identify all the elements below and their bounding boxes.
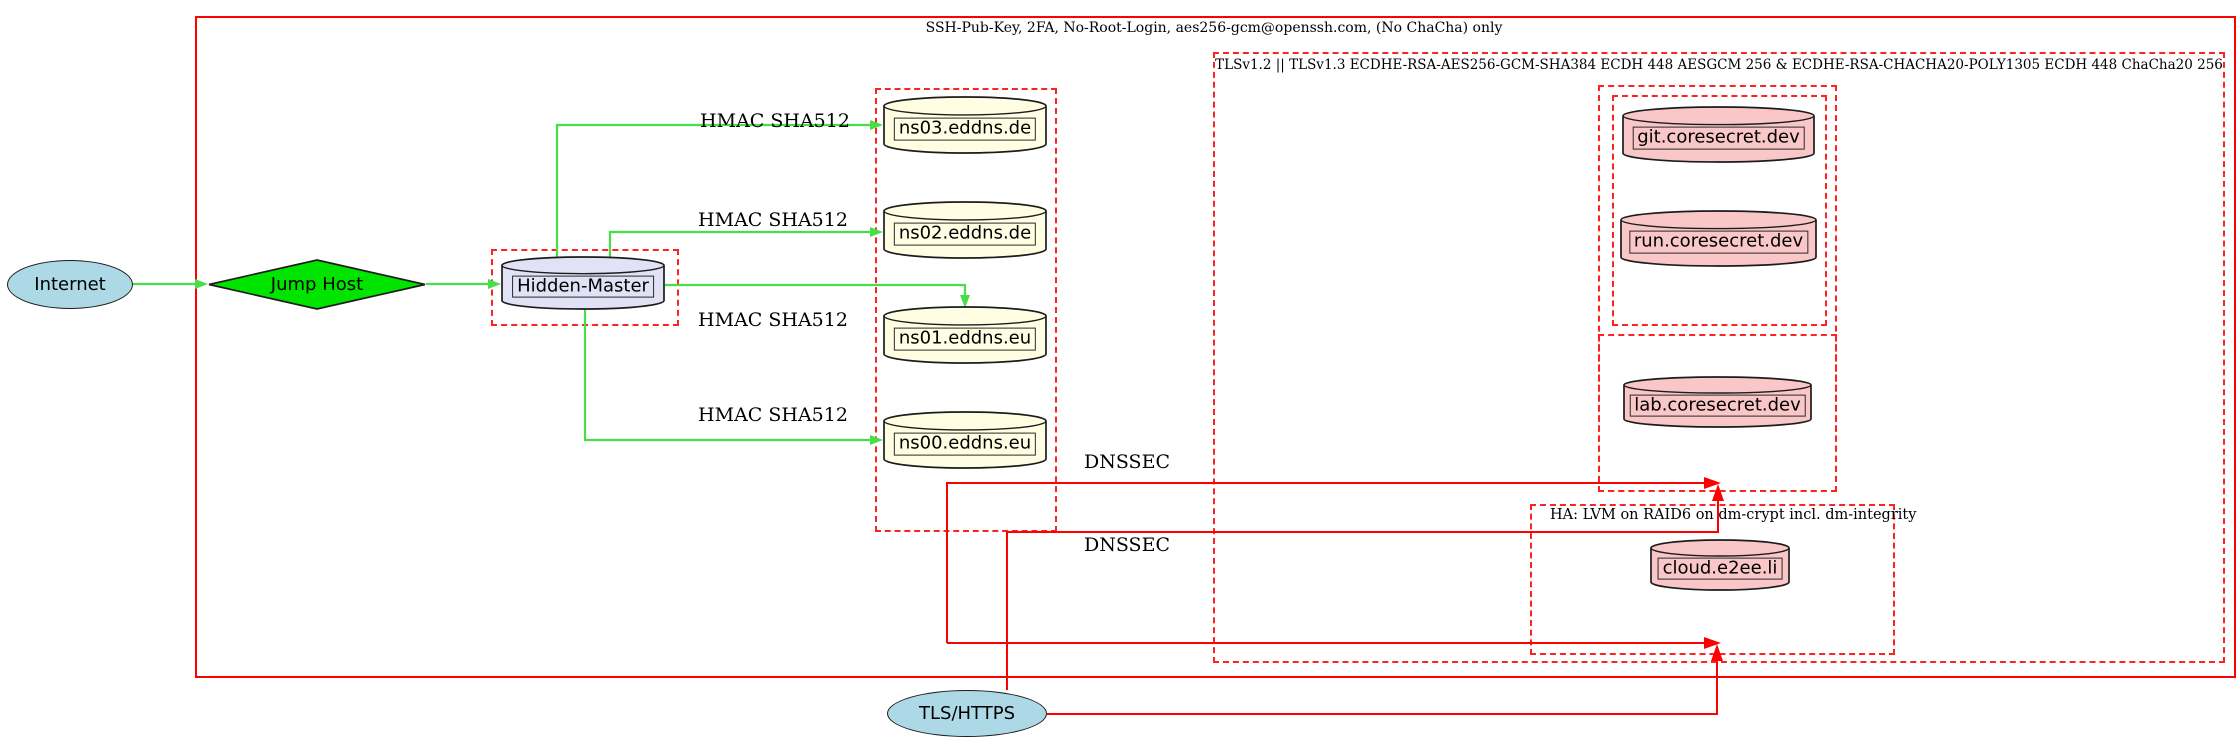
run-node-label: run.coresecret.dev: [1628, 230, 1809, 254]
ns02-node-label: ns02.eddns.de: [893, 222, 1037, 246]
tls-https-node-label: TLS/HTTPS: [918, 702, 1016, 724]
cloud-node-label: cloud.e2ee.li: [1657, 557, 1783, 580]
hmac-label-ns03: HMAC SHA512: [700, 110, 850, 132]
dnssec-to-coresecret-edge-arrowhead: [1704, 477, 1721, 489]
jumphost-to-hiddenmaster-edge-arrowhead: [488, 279, 501, 289]
tls-https-node: TLS/HTTPS: [887, 690, 1047, 737]
tlshttps-to-lab-edge-arrowhead: [1712, 484, 1724, 501]
dnssec-to-coresecret-edge: [946, 482, 1705, 643]
jump-host-node-label: Jump Host: [270, 273, 364, 295]
jump-host-node-shape: [208, 259, 426, 310]
hmac-label-ns00: HMAC SHA512: [698, 404, 848, 426]
cloud-node: cloud.e2ee.li: [1650, 539, 1790, 591]
hiddenmaster-to-ns03-edge: [555, 123, 871, 258]
tls-cluster-label: TLSv1.2 || TLSv1.3 ECDHE-RSA-AES256-GCM-…: [1215, 57, 2223, 73]
ns03-node: ns03.eddns.de: [883, 96, 1047, 154]
internet-to-jumphost-edge-arrowhead: [195, 279, 208, 289]
dnssec-to-ha-edge-arrowhead: [1704, 637, 1721, 649]
tls-cluster: [1213, 52, 2225, 663]
tlshttps-to-ha-edge: [1047, 661, 1718, 715]
ns00-node: ns00.eddns.eu: [883, 411, 1047, 469]
tlshttps-to-lab-edge: [1006, 501, 1719, 690]
lab-node-label: lab.coresecret.dev: [1629, 394, 1806, 417]
hmac-label-ns02: HMAC SHA512: [698, 209, 848, 231]
coresecret-gitrun-cluster: [1612, 95, 1827, 326]
dnssec-label-lower: DNSSEC: [1084, 534, 1170, 556]
hiddenmaster-to-ns00-edge: [583, 308, 871, 442]
hidden-master-node-label: Hidden-Master: [512, 275, 654, 299]
hiddenmaster-to-ns02-edge-arrowhead: [870, 227, 883, 237]
ha-cluster: [1530, 504, 1895, 655]
ns01-node: ns01.eddns.eu: [883, 306, 1047, 364]
tls-https-node-shape: [887, 690, 1047, 737]
ns01-node-label: ns01.eddns.eu: [893, 327, 1037, 351]
hiddenmaster-to-ns01-edge-arrowhead: [960, 295, 970, 308]
hidden-master-node: Hidden-Master: [501, 256, 665, 310]
internet-node-shape: [7, 260, 133, 309]
ns00-node-label: ns00.eddns.eu: [893, 432, 1037, 456]
lab-node: lab.coresecret.dev: [1623, 376, 1812, 428]
ns03-node-label: ns03.eddns.de: [893, 117, 1037, 141]
ns02-node: ns02.eddns.de: [883, 201, 1047, 259]
hmac-label-ns01: HMAC SHA512: [698, 309, 848, 331]
ha-cluster-label: HA: LVM on RAID6 on dm-crypt incl. dm-in…: [1550, 507, 1917, 523]
git-node: git.coresecret.dev: [1622, 106, 1815, 163]
hiddenmaster-to-ns02-edge: [608, 230, 871, 258]
run-node: run.coresecret.dev: [1620, 210, 1817, 267]
ssh-cluster-label: SSH-Pub-Key, 2FA, No-Root-Login, aes256-…: [925, 20, 1503, 36]
ssh-cluster: [195, 16, 2236, 678]
hiddenmaster-to-ns03-edge-arrowhead: [870, 120, 883, 130]
hiddenmaster-to-ns01-edge: [665, 283, 967, 296]
git-node-label: git.coresecret.dev: [1632, 126, 1805, 150]
jump-host-node: Jump Host: [208, 259, 426, 310]
internet-node: Internet: [7, 260, 133, 309]
internet-node-label: Internet: [34, 273, 106, 295]
tlshttps-to-ha-edge-arrowhead: [1711, 644, 1723, 661]
nameserver-cluster: [875, 88, 1057, 532]
hiddenmaster-to-ns00-edge-arrowhead: [870, 435, 883, 445]
dnssec-label-upper: DNSSEC: [1084, 451, 1170, 473]
